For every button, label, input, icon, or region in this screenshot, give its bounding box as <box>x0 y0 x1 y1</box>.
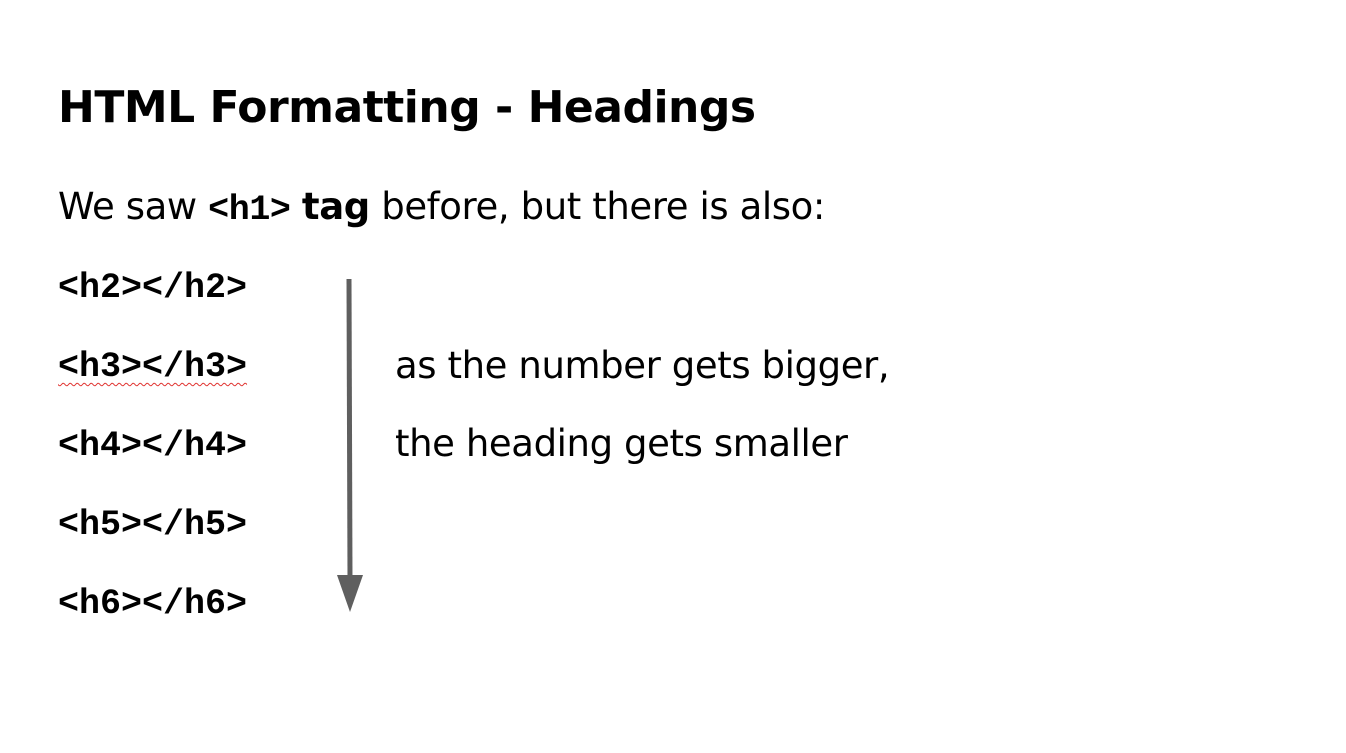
intro-bold-word: tag <box>301 185 370 228</box>
slide-title: HTML Formatting - Headings <box>58 82 756 133</box>
tag-h6-text: <h6></h6> <box>58 584 248 624</box>
note-line-1: as the number gets bigger, <box>395 344 890 387</box>
tag-h4: <h4></h4> <box>58 423 247 502</box>
tag-h2: <h2></h2> <box>58 265 247 344</box>
tag-h3-text: <h3></h3> <box>58 347 248 387</box>
arrow-down-icon <box>337 278 363 612</box>
tag-h2-text: <h2></h2> <box>58 268 248 308</box>
arrow-head <box>337 575 363 612</box>
intro-suffix: before, but there is also: <box>369 185 825 228</box>
tag-h5-text: <h5></h5> <box>58 505 248 545</box>
intro-prefix: We saw <box>58 185 209 228</box>
tag-h4-text: <h4></h4> <box>58 426 248 466</box>
tag-h5: <h5></h5> <box>58 502 247 581</box>
note-line-2: the heading gets smaller <box>395 422 848 465</box>
arrow-shaft <box>346 278 353 580</box>
intro-text: We saw <h1> tag before, but there is als… <box>58 184 825 233</box>
tag-h6: <h6></h6> <box>58 581 247 660</box>
intro-code: <h1> <box>208 190 291 230</box>
tag-h3: <h3></h3> <box>58 344 247 423</box>
heading-tag-list: <h2></h2> <h3></h3> <h4></h4> <h5></h5> … <box>58 265 247 660</box>
